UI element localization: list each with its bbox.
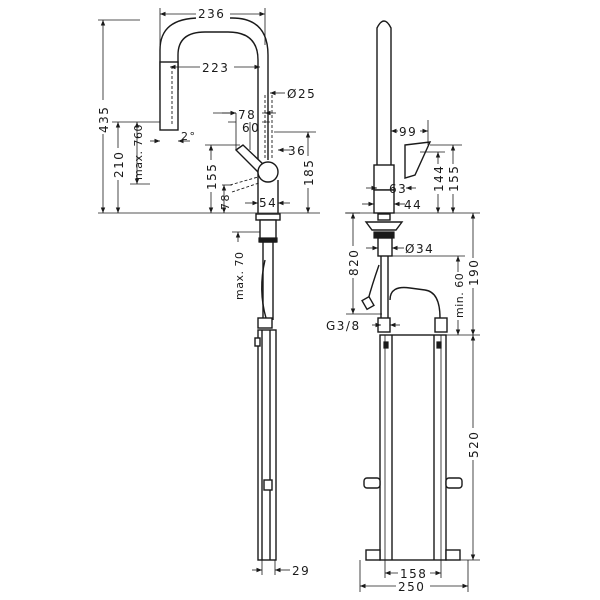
dim-diameter-25: Ø25 <box>287 87 316 101</box>
dim-210: 210 <box>112 151 126 178</box>
dim-155: 155 <box>205 163 219 190</box>
dim-max-70: max. 70 <box>233 252 246 300</box>
dim-158: 158 <box>400 567 427 581</box>
dim-250: 250 <box>398 580 425 594</box>
dim-190: 190 <box>467 259 481 286</box>
dim-44: 44 <box>404 198 422 212</box>
dim-min-60: min. 60 <box>453 273 466 318</box>
dim-60: 60 <box>242 121 260 135</box>
spout-column <box>376 20 392 196</box>
dim-29: 29 <box>292 564 310 578</box>
dim-185: 185 <box>302 159 316 186</box>
dim-78-low: 78 <box>219 193 232 210</box>
lever-hub <box>257 161 279 183</box>
front-view: 99 63 44 144 155 Ø34 820 G3/8 190 min. 6… <box>326 20 481 594</box>
pullout-spray-head <box>159 61 179 131</box>
dim-223: 223 <box>202 61 229 75</box>
dim-thread: G3/8 <box>326 319 361 333</box>
dim-520: 520 <box>467 431 481 458</box>
dim-max-760: max. 760 <box>132 124 145 180</box>
dim-236: 236 <box>198 7 225 21</box>
dim-99: 99 <box>399 125 417 139</box>
dim-54: 54 <box>259 196 277 210</box>
dim-820: 820 <box>347 249 361 276</box>
cartridge-box <box>379 334 447 561</box>
handle <box>404 141 432 179</box>
dim-78-top: 78 <box>238 108 256 122</box>
dim-diameter-34: Ø34 <box>405 242 434 256</box>
dim-36: 36 <box>288 144 306 158</box>
side-view: 236 223 Ø25 435 210 max. 760 2° 78 60 36… <box>96 6 320 578</box>
dim-144: 144 <box>432 165 446 192</box>
dim-angle: 2° <box>181 130 197 143</box>
dim-63: 63 <box>389 182 407 196</box>
dim-435: 435 <box>97 106 111 133</box>
dim-155-front: 155 <box>447 165 461 192</box>
